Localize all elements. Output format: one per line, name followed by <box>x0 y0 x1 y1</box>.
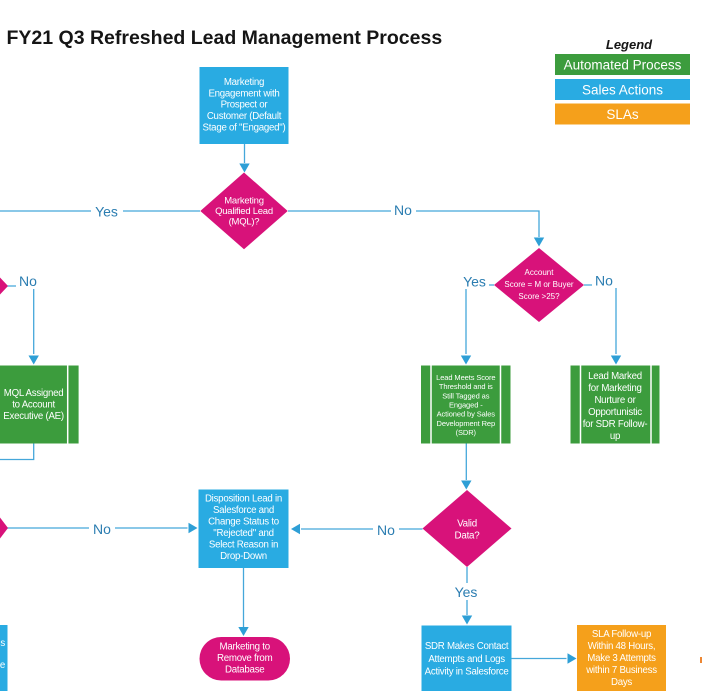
svg-text:Valid: Valid <box>457 519 477 530</box>
svg-text:Marketing: Marketing <box>224 196 263 207</box>
svg-text:Executive (AE): Executive (AE) <box>3 411 64 422</box>
svg-text:Salesforce and: Salesforce and <box>213 505 274 516</box>
svg-text:Automated Process: Automated Process <box>564 58 682 73</box>
svg-text:Lead Marked: Lead Marked <box>588 371 642 382</box>
svg-text:within 7 Business: within 7 Business <box>585 665 657 676</box>
svg-text:Opportunistic: Opportunistic <box>588 407 642 418</box>
svg-text:SLA Follow-up: SLA Follow-up <box>592 629 651 640</box>
svg-text:e: e <box>0 660 5 671</box>
svg-text:Sales Actions: Sales Actions <box>582 83 663 98</box>
svg-text:Activity in Salesforce: Activity in Salesforce <box>425 667 509 678</box>
svg-text:(SDR): (SDR) <box>456 428 477 437</box>
svg-text:for Marketing: for Marketing <box>588 383 641 394</box>
svg-text:Legend: Legend <box>606 37 653 52</box>
svg-text:Attempts and Logs: Attempts and Logs <box>428 654 505 665</box>
svg-text:Change Status to: Change Status to <box>208 517 279 528</box>
svg-text:MQL Assigned: MQL Assigned <box>4 388 64 399</box>
svg-text:Score >25?: Score >25? <box>518 292 560 301</box>
svg-text:Data?: Data? <box>455 531 481 542</box>
svg-text:s: s <box>0 638 5 649</box>
svg-text:FY21 Q3 Refreshed Lead Managem: FY21 Q3 Refreshed Lead Management Proces… <box>7 27 443 49</box>
svg-text:Customer (Default: Customer (Default <box>207 111 282 122</box>
svg-text:No: No <box>377 522 395 538</box>
svg-text:Select Reason in: Select Reason in <box>209 540 278 551</box>
svg-text:Threshold and is: Threshold and is <box>439 382 493 391</box>
svg-text:Score = M or Buyer: Score = M or Buyer <box>504 280 573 289</box>
svg-text:Nurture or: Nurture or <box>594 395 636 406</box>
svg-text:Drop-Down: Drop-Down <box>220 551 267 562</box>
svg-text:Database: Database <box>225 665 264 676</box>
svg-text:Days: Days <box>611 677 632 688</box>
svg-text:SDR Makes Contact: SDR Makes Contact <box>425 641 509 652</box>
svg-text:Within 48 Hours,: Within 48 Hours, <box>588 641 656 652</box>
svg-text:Marketing to: Marketing to <box>220 641 270 652</box>
svg-text:to Account: to Account <box>12 400 55 411</box>
svg-text:Still Tagged as: Still Tagged as <box>442 391 489 400</box>
svg-text:Marketing: Marketing <box>224 77 264 88</box>
svg-text:Remove from: Remove from <box>217 653 273 664</box>
svg-text:Yes: Yes <box>455 584 478 600</box>
svg-text:Actioned by Sales: Actioned by Sales <box>437 410 496 419</box>
svg-text:Qualified Lead: Qualified Lead <box>215 206 273 217</box>
svg-text:Account: Account <box>525 268 555 277</box>
svg-text:No: No <box>595 273 613 289</box>
svg-text:Yes: Yes <box>463 274 486 290</box>
svg-text:Engagement with: Engagement with <box>208 88 279 99</box>
svg-text:Development Rep: Development Rep <box>437 419 496 428</box>
svg-text:SLAs: SLAs <box>606 107 639 122</box>
svg-text:Prospect or: Prospect or <box>221 100 269 111</box>
svg-text:Stage of "Engaged"): Stage of "Engaged") <box>203 122 286 133</box>
svg-text:Engaged -: Engaged - <box>449 401 483 410</box>
svg-text:No: No <box>19 273 37 289</box>
svg-text:Yes: Yes <box>95 204 118 220</box>
svg-text:up: up <box>610 431 620 442</box>
svg-text:for SDR Follow-: for SDR Follow- <box>583 419 648 430</box>
svg-text:No: No <box>93 521 111 537</box>
svg-text:"Rejected" and: "Rejected" and <box>213 528 273 539</box>
svg-text:Disposition Lead in: Disposition Lead in <box>205 494 282 505</box>
svg-text:No: No <box>394 202 412 218</box>
svg-text:Lead Meets Score: Lead Meets Score <box>436 373 495 382</box>
svg-text:(MQL)?: (MQL)? <box>229 217 260 228</box>
svg-text:Make 3 Attempts: Make 3 Attempts <box>587 653 656 664</box>
